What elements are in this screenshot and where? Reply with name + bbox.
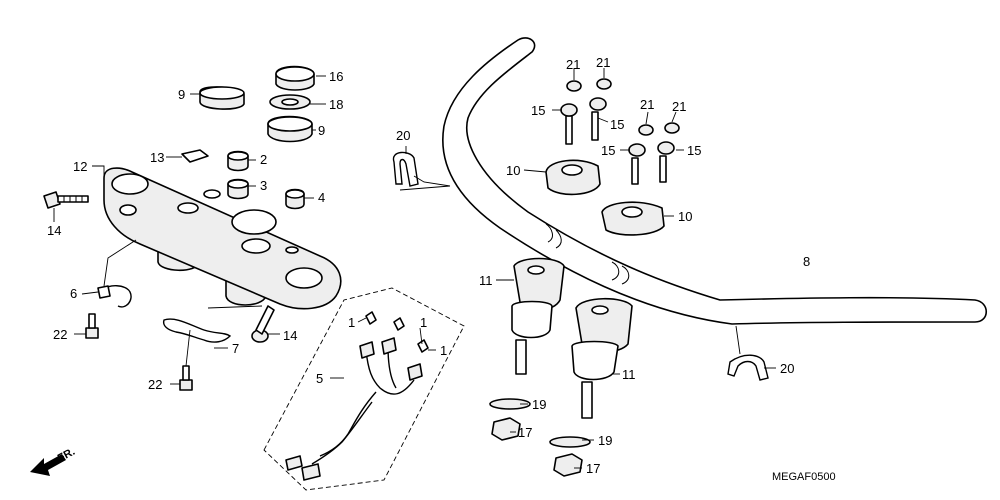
callout-22: 22 <box>53 327 67 342</box>
holder-bolt-4 <box>657 122 680 183</box>
callout-1: 1 <box>440 343 447 358</box>
upper-holder-right <box>601 201 665 236</box>
leader-lines <box>53 68 776 469</box>
callout-15: 15 <box>601 143 615 158</box>
lower-holder-right <box>571 297 633 419</box>
clip-6 <box>97 285 132 308</box>
top-bridge <box>103 167 342 310</box>
holder-bolt-3 <box>628 124 654 185</box>
callout-20: 20 <box>396 128 410 143</box>
callout-11: 11 <box>479 273 493 288</box>
callout-10: 10 <box>678 209 692 224</box>
callout-1: 1 <box>348 315 355 330</box>
clamp-bolt-14-lower <box>251 305 275 343</box>
callout-21: 21 <box>640 97 654 112</box>
callout-8: 8 <box>803 254 810 269</box>
callout-6: 6 <box>70 286 77 301</box>
callout-20: 20 <box>780 361 794 376</box>
callout-14: 14 <box>283 328 297 343</box>
callout-2: 2 <box>260 152 267 167</box>
callout-21: 21 <box>566 57 580 72</box>
plug-13 <box>181 149 209 163</box>
callout-17: 17 <box>586 461 600 476</box>
bolt-22-lower <box>179 365 193 391</box>
washer-18 <box>269 94 311 110</box>
callout-22: 22 <box>148 377 162 392</box>
lower-holder-left <box>511 257 565 375</box>
callout-18: 18 <box>329 97 343 112</box>
callout-15: 15 <box>610 117 624 132</box>
callout-11: 11 <box>622 367 636 382</box>
callouts: 9 16 18 9 13 2 12 3 4 14 6 22 14 7 22 1 … <box>47 55 810 476</box>
callout-5: 5 <box>316 371 323 386</box>
wire-7 <box>162 318 232 343</box>
cable-clamp-upper <box>392 151 419 187</box>
front-arrow: FR. <box>30 446 77 476</box>
diagram-code: MEGAF0500 <box>772 471 836 483</box>
callout-1: 1 <box>420 315 427 330</box>
callout-4: 4 <box>318 190 325 205</box>
holder-bolt-1 <box>560 80 582 145</box>
callout-21: 21 <box>596 55 610 70</box>
callout-9: 9 <box>318 123 325 138</box>
callout-10: 10 <box>506 163 520 178</box>
holder-bolt-2 <box>589 78 612 141</box>
callout-9: 9 <box>178 87 185 102</box>
cap-16 <box>275 65 315 91</box>
callout-21: 21 <box>672 99 686 114</box>
callout-3: 3 <box>260 178 267 193</box>
plug-2 <box>227 150 249 172</box>
callout-16: 16 <box>329 69 343 84</box>
callout-7: 7 <box>232 341 239 356</box>
switch-harness <box>263 287 465 491</box>
callout-14: 14 <box>47 223 61 238</box>
washer-19-right <box>549 436 591 448</box>
pinch-bolt-14-upper <box>43 191 89 209</box>
dust-seal-upper <box>199 86 245 110</box>
callout-15: 15 <box>531 103 545 118</box>
nut-17-right <box>553 453 583 477</box>
bolt-22-upper <box>85 313 99 339</box>
plug-3 <box>227 178 249 200</box>
callout-19: 19 <box>598 433 612 448</box>
callout-19: 19 <box>532 397 546 412</box>
callout-15: 15 <box>687 143 701 158</box>
callout-17: 17 <box>518 425 532 440</box>
callout-13: 13 <box>150 150 164 165</box>
plug-4 <box>285 188 305 210</box>
washer-19-left <box>489 398 531 410</box>
dust-seal-lower <box>267 115 313 143</box>
nut-17-left <box>491 417 521 441</box>
upper-holder-left <box>545 159 601 196</box>
callout-12: 12 <box>73 159 87 174</box>
front-arrow-label: FR. <box>56 446 77 465</box>
cable-clamp-lower <box>727 354 769 381</box>
handlebar-pipe <box>442 37 988 325</box>
